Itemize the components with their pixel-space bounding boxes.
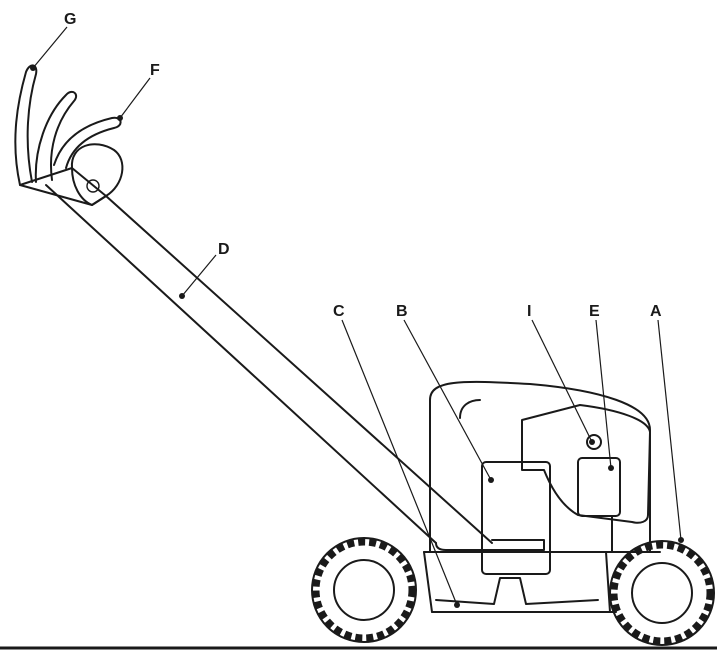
callout-I [531,319,595,445]
callout-B [403,319,494,483]
label-D: D [218,241,230,258]
label-F: F [150,62,160,79]
front-wheel [609,540,715,646]
label-E: E [589,303,600,320]
callout-G [30,26,68,71]
mower-deck [423,551,617,613]
rear-wheel [311,537,417,643]
callout-C [341,319,460,608]
label-B: B [396,303,408,320]
handle-grip-bars [14,64,122,186]
label-A: A [650,303,662,320]
callout-E [595,319,614,471]
callout-F [117,77,151,121]
mower-body [423,380,661,575]
callout-A [657,319,684,543]
label-C: C [333,303,345,320]
label-I: I [527,303,531,320]
control-spool [70,143,124,206]
label-G: G [64,11,76,28]
handle-tube [19,167,545,551]
callout-D [179,254,217,299]
